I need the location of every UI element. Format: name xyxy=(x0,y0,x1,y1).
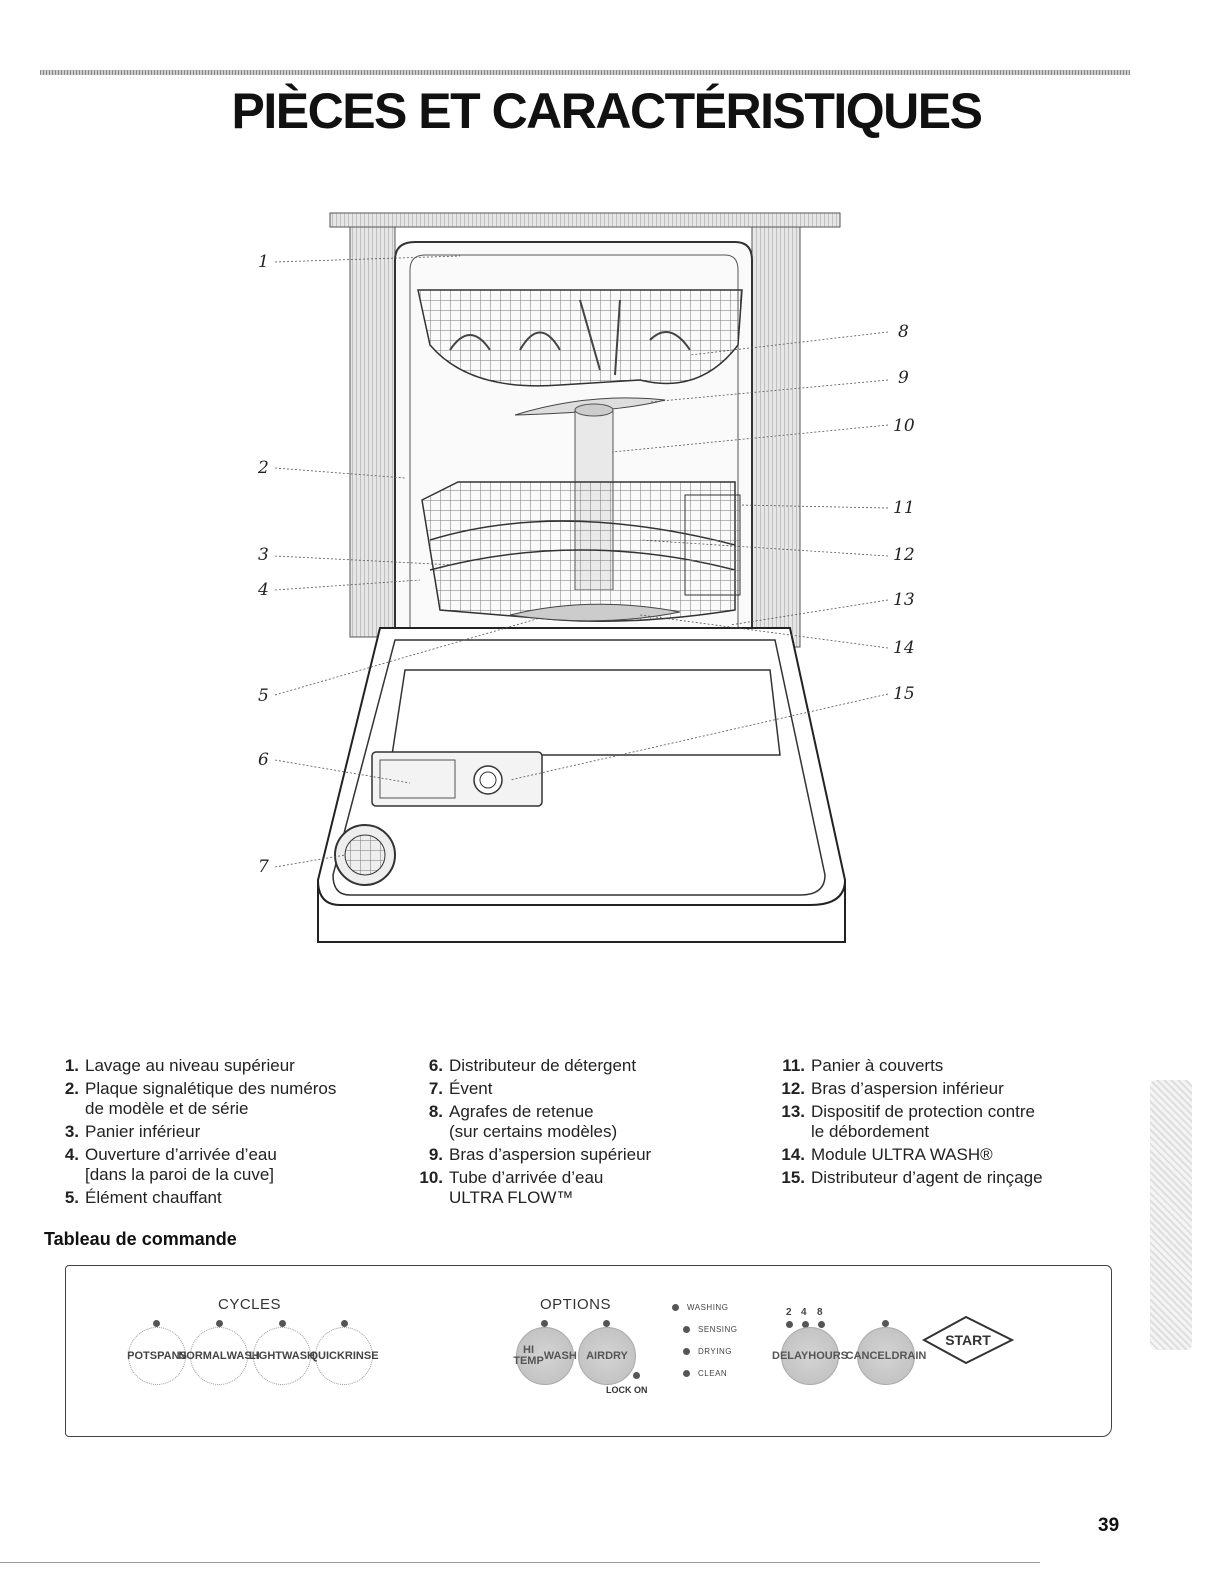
callout-3: 3 xyxy=(258,545,269,565)
part-item: 12.Bras d’aspersion inférieur xyxy=(781,1079,1004,1098)
sensing-indicator: SENSING xyxy=(683,1325,738,1334)
control-panel-heading: Tableau de commande xyxy=(44,1229,237,1249)
top-rule xyxy=(40,70,1130,75)
callout-9: 9 xyxy=(898,368,909,388)
cycle-led xyxy=(279,1320,286,1327)
callout-13: 13 xyxy=(893,590,915,610)
callout-11: 11 xyxy=(893,498,915,518)
detergent-dispenser xyxy=(371,751,543,807)
dishwasher-diagram xyxy=(274,212,889,943)
cycles-label: CYCLES xyxy=(218,1296,282,1313)
upper-rack xyxy=(417,289,743,387)
callout-4: 4 xyxy=(258,580,269,600)
callout-1: 1 xyxy=(258,252,269,272)
part-item: 5.Élément chauffant xyxy=(64,1188,222,1207)
part-item: 8.Agrafes de retenue(sur certains modèle… xyxy=(428,1102,618,1141)
callout-2: 2 xyxy=(258,458,269,478)
part-item: 6.Distributeur de détergent xyxy=(428,1056,637,1075)
delay-4-label: 4 xyxy=(801,1307,810,1318)
delay-led xyxy=(786,1321,793,1328)
callout-10: 10 xyxy=(893,416,915,436)
option-led xyxy=(541,1320,548,1327)
lock-led xyxy=(633,1372,640,1379)
lock-on-label: LOCK ON xyxy=(606,1385,648,1395)
delay-2-label: 2 xyxy=(786,1307,795,1318)
control-panel xyxy=(65,1265,1112,1437)
right-side-panel xyxy=(751,226,801,648)
toe-kick xyxy=(317,880,846,943)
cancel-led xyxy=(882,1320,889,1327)
parts-column-3: 11.Panier à couverts 12.Bras d’aspersion… xyxy=(780,1056,1120,1191)
callout-14: 14 xyxy=(893,638,915,658)
drying-indicator: DRYING xyxy=(683,1347,732,1356)
cycle-led xyxy=(153,1320,160,1327)
part-item: 11.Panier à couverts xyxy=(782,1056,944,1075)
start-button[interactable]: START xyxy=(920,1314,1016,1366)
page-number: 39 xyxy=(1098,1515,1120,1536)
parts-column-2: 6.Distributeur de détergent 7.Évent 8.Ag… xyxy=(418,1056,758,1211)
delay-8-label: 8 xyxy=(817,1307,826,1318)
callout-12: 12 xyxy=(893,545,915,565)
part-item: 1.Lavage au niveau supérieur xyxy=(64,1056,295,1075)
callout-5: 5 xyxy=(258,686,269,706)
left-side-panel xyxy=(349,226,396,638)
delay-led xyxy=(802,1321,809,1328)
cycle-led xyxy=(216,1320,223,1327)
washing-indicator: WASHING xyxy=(672,1303,728,1312)
callout-15: 15 xyxy=(893,684,915,704)
lower-spray-arm xyxy=(509,603,681,622)
part-item: 9.Bras d’aspersion supérieur xyxy=(428,1145,652,1164)
parts-column-1: 1.Lavage au niveau supérieur 2.Plaque si… xyxy=(54,1056,414,1211)
language-tab-marker xyxy=(1150,1080,1192,1350)
countertop-strip xyxy=(329,212,841,228)
callout-8: 8 xyxy=(898,322,909,342)
bottom-rule xyxy=(0,1562,1040,1563)
part-item: 14.Module ULTRA WASH® xyxy=(781,1145,993,1164)
callout-7: 7 xyxy=(258,857,269,877)
part-item: 3.Panier inférieur xyxy=(64,1122,201,1141)
cycle-led xyxy=(341,1320,348,1327)
start-diamond-icon xyxy=(921,1315,1015,1365)
part-item: 7.Évent xyxy=(428,1079,493,1098)
option-led xyxy=(603,1320,610,1327)
options-label: OPTIONS xyxy=(540,1296,612,1313)
page-title: PIÈCES ET CARACTÉRISTIQUES xyxy=(231,83,984,139)
clean-indicator: CLEAN xyxy=(683,1369,727,1378)
part-item: 15.Distributeur d’agent de rinçage xyxy=(781,1168,1043,1187)
delay-led xyxy=(818,1321,825,1328)
callout-6: 6 xyxy=(258,750,269,770)
silverware-basket xyxy=(684,494,741,596)
part-item: 4.Ouverture d’arrivée d’eau[dans la paro… xyxy=(64,1145,277,1184)
